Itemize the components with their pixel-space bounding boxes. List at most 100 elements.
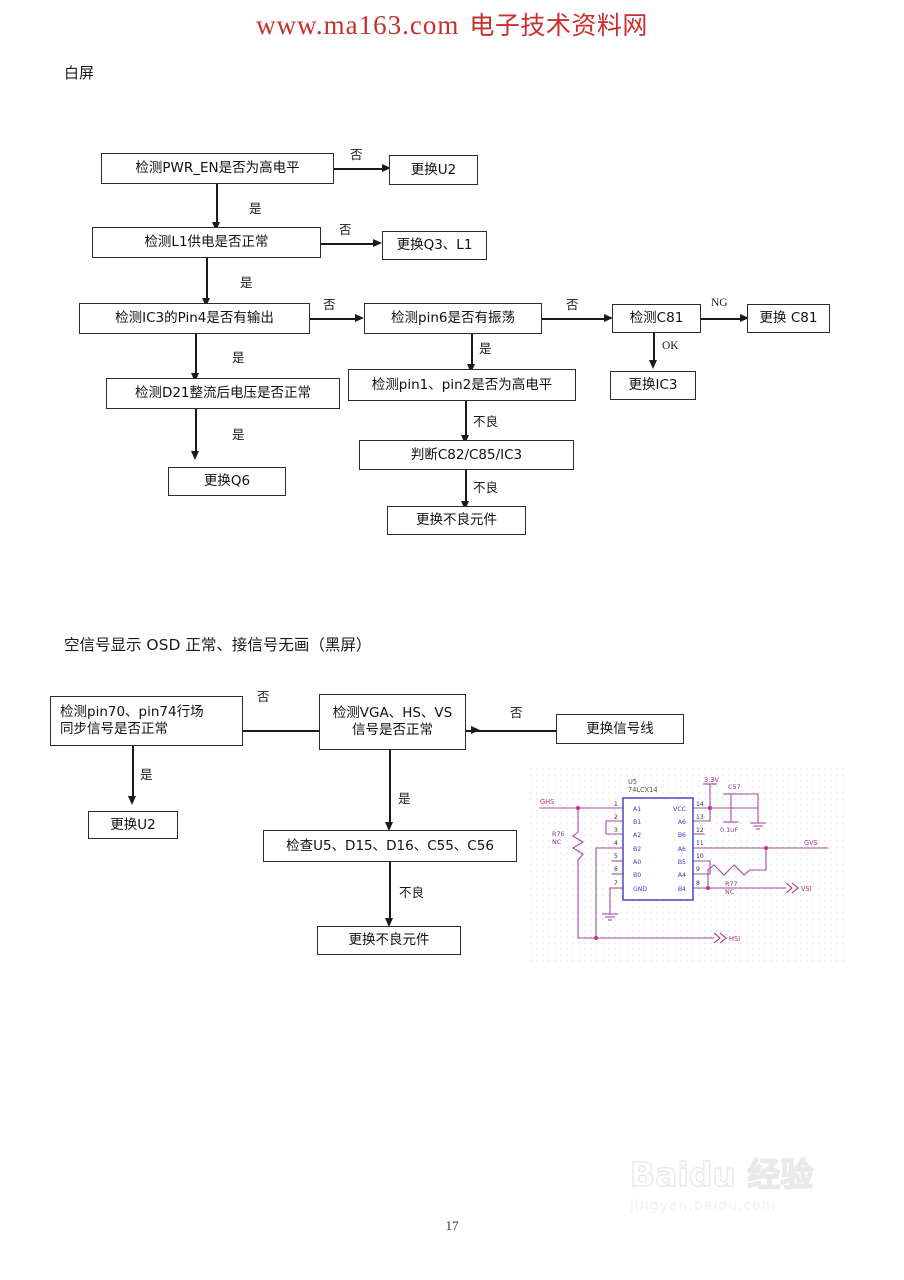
- node-check-c81: 检测C81: [612, 304, 701, 333]
- connector-pin12-to-judge: [465, 401, 467, 439]
- svg-text:6: 6: [614, 866, 618, 873]
- connector-pin6-to-pin12: [471, 334, 473, 368]
- svg-text:B6: B6: [678, 832, 686, 839]
- node-judge-c82-c85-ic3: 判断C82/C85/IC3: [359, 440, 574, 470]
- svg-text:VCC: VCC: [673, 806, 686, 813]
- arrowhead-d21-to-q6: [191, 451, 199, 460]
- node-check-vga-hs-vs: 检测VGA、HS、VS 信号是否正常: [319, 694, 466, 750]
- edge-label-no-5: 否: [257, 689, 270, 704]
- node-replace-u2-2: 更换U2: [88, 811, 178, 839]
- svg-text:9: 9: [696, 866, 700, 873]
- svg-text:A6: A6: [678, 846, 686, 853]
- edge-label-yes-4: 是: [232, 350, 245, 365]
- node-check-pin1-pin2: 检测pin1、pin2是否为高电平: [348, 369, 576, 401]
- connector-vga-to-cable: [466, 730, 564, 732]
- svg-text:14: 14: [696, 801, 704, 808]
- arrowhead-l1-to-ic3: [202, 298, 210, 307]
- connector-pin70-to-u2: [132, 746, 134, 800]
- connector-vga-to-check-parts: [389, 750, 391, 826]
- edge-label-bad-2: 不良: [473, 480, 499, 495]
- edge-label-no-6: 否: [510, 705, 523, 720]
- site-url: www.ma163.com: [256, 10, 460, 40]
- svg-text:74LCX14: 74LCX14: [628, 786, 658, 794]
- page-number: 17: [445, 1218, 459, 1233]
- svg-text:12: 12: [696, 827, 704, 834]
- node-replace-q3-l1: 更换Q3、L1: [382, 231, 487, 260]
- svg-text:11: 11: [696, 840, 704, 847]
- svg-text:VSI: VSI: [801, 885, 812, 893]
- svg-text:2: 2: [614, 814, 618, 821]
- edge-label-yes-2: 是: [240, 275, 253, 290]
- svg-text:3.3V: 3.3V: [704, 776, 719, 784]
- arrowhead-ic3-to-pin6: [355, 314, 364, 322]
- edge-label-bad-3: 不良: [399, 885, 425, 900]
- svg-text:A0: A0: [633, 859, 641, 866]
- node-check-pin70-pin74: 检测pin70、pin74行场 同步信号是否正常: [50, 696, 243, 746]
- arrowhead-pwr-en-to-u2: [382, 164, 391, 172]
- connector-ic3-to-d21: [195, 334, 197, 377]
- svg-text:C57: C57: [728, 783, 741, 791]
- arrowhead-check-parts-to-replace-bad: [385, 918, 393, 927]
- watermark-title: Baidu 经验: [629, 1154, 814, 1194]
- connector-l1-to-ic3: [206, 258, 208, 302]
- baidu-jingyan-watermark: Baidu 经验 jingyan.baidu.com: [629, 1148, 880, 1226]
- section-title-white-screen: 白屏: [64, 64, 95, 82]
- svg-text:NC: NC: [725, 888, 735, 896]
- node-check-d21-voltage: 检测D21整流后电压是否正常: [106, 378, 340, 409]
- arrowhead-pwr-en-to-l1: [212, 222, 220, 231]
- connector-c81-to-replace-c81: [701, 318, 744, 320]
- arrowhead-c81-to-ic3: [649, 360, 657, 369]
- svg-text:0.1uF: 0.1uF: [720, 826, 738, 834]
- connector-d21-to-q6: [195, 409, 197, 455]
- svg-text:R77: R77: [725, 880, 738, 888]
- arrowhead-ic3-to-d21: [191, 373, 199, 382]
- schematic-diagram-74lcx14: A1 B1 A2 B2 A0 B0 GND VCC A6 B6 A6 B5 A4…: [528, 766, 846, 964]
- svg-text:B1: B1: [633, 819, 641, 826]
- node-replace-bad-parts-1: 更换不良元件: [387, 506, 526, 535]
- edge-label-no-1: 否: [350, 147, 363, 162]
- svg-text:HSI: HSI: [729, 935, 740, 943]
- node-check-pwr-en: 检测PWR_EN是否为高电平: [101, 153, 334, 184]
- connector-check-parts-to-replace-bad: [389, 862, 391, 922]
- arrowhead-pin70-to-u2: [128, 796, 136, 805]
- connector-pwr-en-to-l1: [216, 184, 218, 226]
- connector-judge-to-replace-bad: [465, 470, 467, 505]
- node-check-u5-d15-d16-c55-c56: 检查U5、D15、D16、C55、C56: [263, 830, 517, 862]
- svg-text:U5: U5: [628, 778, 637, 786]
- edge-label-no-2: 否: [339, 222, 352, 237]
- edge-label-bad-1: 不良: [473, 414, 499, 429]
- site-name: 电子技术资料网: [469, 11, 648, 40]
- node-check-pin6-osc: 检测pin6是否有振荡: [364, 303, 542, 334]
- watermark-url: jingyan.baidu.com: [630, 1198, 777, 1214]
- edge-label-yes-7: 是: [398, 791, 411, 806]
- section-title-black-screen: 空信号显示 OSD 正常、接信号无画（黑屏）: [64, 636, 372, 654]
- connector-l1-to-q3: [321, 243, 377, 245]
- edge-label-ng: NG: [711, 297, 728, 309]
- svg-text:A6: A6: [678, 819, 686, 826]
- arrowhead-pin12-to-judge: [461, 435, 469, 444]
- svg-text:5: 5: [614, 853, 618, 860]
- svg-text:7: 7: [614, 880, 618, 887]
- svg-text:A2: A2: [633, 832, 641, 839]
- arrowhead-vga-to-check-parts: [385, 822, 393, 831]
- edge-label-yes-1: 是: [249, 201, 262, 216]
- svg-text:A4: A4: [678, 872, 686, 879]
- svg-text:B5: B5: [678, 859, 686, 866]
- svg-text:10: 10: [696, 853, 704, 860]
- connector-c81-to-ic3: [653, 333, 655, 364]
- arrowhead-pin6-to-pin12: [467, 364, 475, 373]
- arrowhead-c81-to-replace-c81: [740, 314, 749, 322]
- node-replace-signal-cable: 更换信号线: [556, 714, 684, 744]
- svg-text:GVS: GVS: [804, 839, 818, 847]
- edge-label-no-4: 否: [566, 297, 579, 312]
- node-replace-c81: 更换 C81: [747, 304, 830, 333]
- svg-text:8: 8: [696, 880, 700, 887]
- node-replace-q6: 更换Q6: [168, 467, 286, 496]
- svg-text:A1: A1: [633, 806, 641, 813]
- node-replace-ic3: 更换IC3: [610, 371, 696, 400]
- svg-text:GND: GND: [633, 886, 647, 893]
- node-replace-u2: 更换U2: [389, 155, 478, 185]
- edge-label-no-3: 否: [323, 297, 336, 312]
- svg-text:R76: R76: [552, 830, 565, 838]
